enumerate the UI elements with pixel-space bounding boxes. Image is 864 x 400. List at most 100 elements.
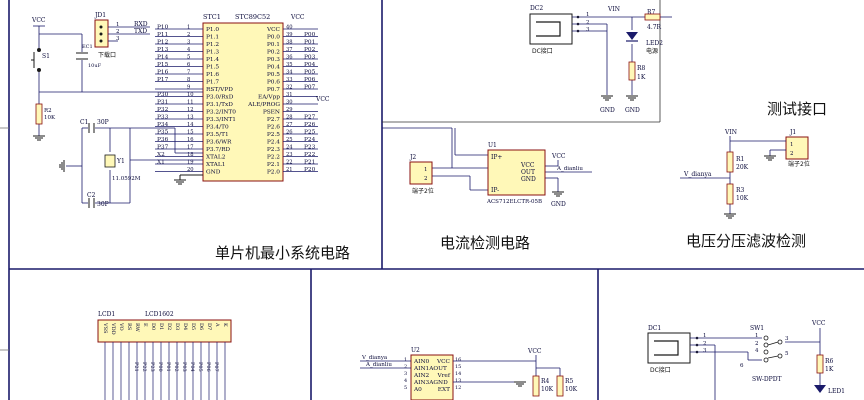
- mcu-pin-name: PSEN: [263, 110, 280, 116]
- mcu-pin-number: 37: [286, 47, 293, 53]
- r8-resistor: [628, 61, 636, 81]
- r7-resistor: [644, 13, 661, 21]
- lcd1602-body: [97, 319, 232, 343]
- mcu-pin-name: P3.0/RxD: [206, 95, 234, 101]
- svg-text:VCC: VCC: [527, 348, 542, 355]
- mcu-pin-number: 36: [286, 55, 293, 61]
- mcu-net-label: P17: [157, 77, 169, 83]
- mcu-chip-body: [202, 22, 284, 182]
- mcu-pin-name: RST/VPD: [206, 87, 233, 93]
- svg-text:R3: R3: [736, 187, 745, 194]
- svg-text:1K: 1K: [825, 366, 834, 373]
- mcu-pin-number: 23: [286, 152, 293, 158]
- svg-text:1: 1: [755, 333, 759, 339]
- section-dividers: [382, 0, 661, 123]
- mcu-net-label: P03: [304, 55, 316, 61]
- svg-text:R2: R2: [44, 108, 52, 114]
- mcu-pin-name: P2.1: [267, 162, 280, 168]
- svg-text:VCC: VCC: [315, 96, 330, 103]
- mcu-net-label: P06: [304, 77, 316, 83]
- svg-text:GND: GND: [600, 107, 615, 114]
- r3-resistor: [726, 183, 734, 205]
- lcd-pin-name: VO: [118, 322, 124, 331]
- dc2-jack-body: [529, 13, 573, 45]
- adc-pin-number: 12: [455, 385, 461, 391]
- svg-text:VCC: VCC: [551, 153, 566, 160]
- svg-text:3: 3: [116, 36, 120, 42]
- svg-text:4.7R: 4.7R: [647, 24, 662, 31]
- mcu-pin-name: P1.7: [206, 80, 219, 86]
- svg-text:C1: C1: [80, 119, 88, 126]
- mcu-pin-name: P1.2: [206, 42, 219, 48]
- mcu-net-label: P13: [157, 47, 169, 53]
- mcu-pin-number: 26: [286, 130, 293, 136]
- adc-pin-name: EXT: [438, 387, 450, 393]
- svg-text:10K: 10K: [565, 386, 578, 393]
- ground-symbol: [601, 95, 638, 101]
- r6-resistor: [816, 354, 824, 374]
- svg-text:U1: U1: [488, 142, 497, 149]
- mcu-pin-name: ALE/PROG: [247, 102, 280, 108]
- mcu-pin-name: P2.0: [267, 170, 280, 176]
- lcd-net-label: P05: [197, 362, 203, 372]
- test-wires: [680, 136, 786, 214]
- sw1-switch: [763, 335, 783, 363]
- vcc-label: VCC: [31, 17, 46, 24]
- mcu-net-label: X1: [157, 160, 165, 166]
- mcu-pin-number: 30: [286, 100, 293, 106]
- dc1-jack-symbol: [654, 340, 679, 356]
- svg-text:DC接口: DC接口: [650, 366, 671, 374]
- lcd-pin-name: RS: [126, 323, 132, 331]
- svg-text:A_dianliu: A_dianliu: [365, 362, 392, 368]
- adc-pin-number: 16: [455, 357, 461, 363]
- svg-text:1: 1: [116, 22, 120, 28]
- mcu-net-label: P31: [157, 100, 168, 106]
- mcu-net-label: P15: [157, 62, 169, 68]
- svg-text:3: 3: [785, 336, 789, 342]
- mcu-pin-number: 12: [187, 107, 194, 113]
- mcu-pin-name: P3.1/TxD: [206, 102, 233, 108]
- svg-text:1: 1: [703, 333, 707, 339]
- mcu-pin-name: P3.7/RD: [206, 147, 230, 153]
- mcu-pin-name: GND: [206, 170, 221, 176]
- svg-text:J1: J1: [789, 129, 796, 136]
- mcu-pin-name: P0.2: [267, 50, 280, 56]
- mcu-net-label: P21: [304, 160, 315, 166]
- mcu-net-label: P23: [304, 145, 316, 151]
- r4-resistor: [532, 375, 540, 397]
- acs712-chip-body: [487, 149, 546, 196]
- section-title-test: 测试接口: [767, 100, 827, 118]
- lcd-pin-name: D4: [182, 323, 188, 330]
- svg-text:A_dianliu: A_dianliu: [556, 166, 583, 172]
- mcu-pin-name: EA/Vpp: [258, 95, 280, 101]
- current-wires: [382, 127, 592, 192]
- mcu-pin-name: P0.0: [267, 35, 280, 41]
- mcu-pin-name: P1.3: [206, 50, 219, 56]
- margin-ticks: [0, 127, 9, 351]
- mcu-pin-name: P1.1: [206, 35, 219, 41]
- mcu-net-label: P36: [157, 137, 169, 143]
- mcu-net-label: P33: [157, 115, 169, 121]
- txd-label: TXD: [134, 28, 147, 35]
- svg-text:11.0592M: 11.0592M: [112, 176, 141, 182]
- led2-diode: [626, 32, 638, 40]
- ground-symbol: [174, 174, 203, 185]
- dc2-jack-symbol: [536, 21, 561, 37]
- adc-pin-number: 14: [455, 371, 461, 377]
- mcu-net-label: P02: [304, 47, 316, 53]
- mcu-pin-number: 29: [286, 107, 293, 113]
- mcu-pin-name: P3.2/INT0: [206, 110, 236, 116]
- mcu-pin-name: P3.4/T0: [206, 125, 229, 131]
- switch-wires: [690, 328, 821, 400]
- mcu-net-label: P37: [157, 145, 169, 151]
- mcu-pin-name: P0.3: [267, 57, 280, 63]
- lcd-pin-name: D5: [190, 323, 196, 330]
- mcu-pin-number: 28: [286, 115, 293, 121]
- svg-text:20K: 20K: [736, 164, 749, 171]
- mcu-pin-number: 21: [286, 167, 293, 173]
- svg-text:Y1: Y1: [116, 158, 125, 165]
- svg-text:2: 2: [586, 20, 590, 26]
- dc1-jack-body: [647, 332, 691, 364]
